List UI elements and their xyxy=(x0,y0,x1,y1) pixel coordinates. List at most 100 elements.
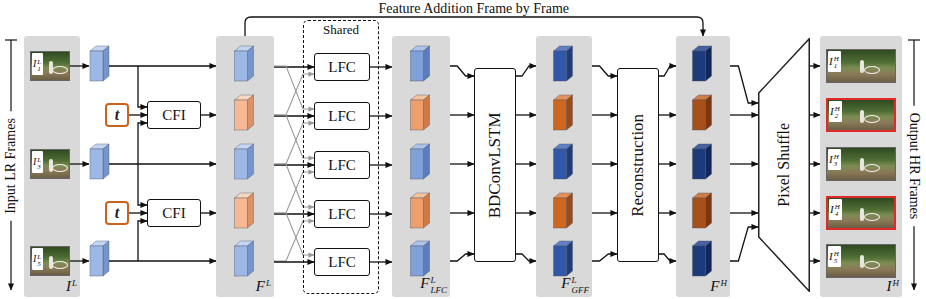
math-sup: L xyxy=(430,276,447,285)
connector-line xyxy=(730,66,758,103)
connector xyxy=(129,115,147,116)
feature-cube-side xyxy=(103,46,109,81)
feature-band: FLLFC xyxy=(392,36,450,297)
math-scripts: H5 xyxy=(834,251,839,266)
connector xyxy=(516,66,536,261)
math-base: I xyxy=(829,154,833,165)
feature-cube xyxy=(693,51,706,81)
feature-cube xyxy=(90,51,103,81)
feature-cube-side xyxy=(567,193,573,228)
frame-tag: IL1 xyxy=(32,53,43,75)
connector xyxy=(274,164,314,261)
band-label-holder: FLLFC xyxy=(420,274,447,295)
connector-line xyxy=(129,114,147,115)
math-sup: H xyxy=(834,154,839,161)
math-scripts: H1 xyxy=(834,56,839,71)
feature-band-fill xyxy=(536,36,592,297)
connector-line xyxy=(450,254,474,261)
feature-cube-side xyxy=(424,95,430,130)
connector xyxy=(370,262,392,263)
connector-line xyxy=(810,163,820,164)
feature-cube-side xyxy=(248,46,254,81)
feature-cube-side xyxy=(706,241,712,276)
feature-band-fill xyxy=(392,36,450,297)
feature-cube-side xyxy=(248,144,254,179)
frame-figure xyxy=(49,61,53,74)
math-sup: H xyxy=(721,279,728,288)
feature-cube-side xyxy=(706,95,712,130)
connector-line xyxy=(370,164,392,165)
connector-line xyxy=(516,114,536,115)
feature-cube xyxy=(554,246,567,276)
frame-hoop xyxy=(864,66,880,74)
feature-cube xyxy=(411,51,424,81)
connector-line xyxy=(810,260,820,261)
feature-cube-side xyxy=(424,46,430,81)
math-base: I xyxy=(33,157,36,167)
connector-line xyxy=(516,163,536,164)
frame-figure xyxy=(49,159,53,172)
math-base: F xyxy=(420,276,429,291)
connector xyxy=(274,66,314,164)
band-label-holder: FH xyxy=(710,277,727,295)
vertical-label: Pixel Shuffle xyxy=(775,123,793,207)
feature-cube xyxy=(693,198,706,228)
connector-line xyxy=(592,66,617,76)
math-scripts: H4 xyxy=(835,204,840,219)
branch-line xyxy=(138,164,147,205)
connector xyxy=(730,66,758,261)
feature-band: FH xyxy=(676,36,730,297)
branch-line xyxy=(138,221,147,261)
feature-cube-side xyxy=(424,193,430,228)
math-base: F xyxy=(561,276,570,291)
extent-tick xyxy=(908,39,920,40)
feature-band-fill xyxy=(676,36,730,297)
math-sup: L xyxy=(37,254,41,261)
feature-cube xyxy=(90,149,103,179)
frame-hoop xyxy=(52,164,68,172)
connector-line xyxy=(274,261,314,262)
math-sup: L xyxy=(37,59,41,66)
connector-line xyxy=(730,163,758,164)
math-scripts: L xyxy=(266,279,271,288)
connector xyxy=(201,213,216,214)
process-box: CFI xyxy=(147,101,201,129)
connector-line xyxy=(659,114,676,115)
feature-cube-side xyxy=(248,193,254,228)
feature-cube xyxy=(554,100,567,130)
box-label: LFC xyxy=(328,157,356,174)
process-box: LFC xyxy=(314,200,370,228)
feature-cube xyxy=(235,51,248,81)
feature-cube-side xyxy=(567,144,573,179)
box-label: t xyxy=(115,204,119,222)
connector xyxy=(659,66,676,261)
math-scripts: H xyxy=(721,279,728,288)
connector-line xyxy=(592,212,617,213)
math-sup: L xyxy=(72,279,77,288)
math-label: FLGFF xyxy=(561,276,589,295)
feature-cube-side xyxy=(248,241,254,276)
feature-cube xyxy=(411,198,424,228)
extent-arrow xyxy=(913,226,914,290)
video-frame: IH2 xyxy=(826,98,896,132)
math-scripts: L xyxy=(72,279,77,288)
feature-cube xyxy=(411,100,424,130)
frame-hoop xyxy=(864,115,880,123)
math-sub: 1 xyxy=(834,63,839,70)
process-box: LFC xyxy=(314,248,370,276)
feature-band-fill xyxy=(216,36,274,297)
math-sup: H xyxy=(893,279,900,288)
math-sup: H xyxy=(834,56,839,63)
feature-cube xyxy=(235,198,248,228)
feature-band-fill xyxy=(24,36,80,297)
connector-line xyxy=(659,163,676,164)
feature-cube-side xyxy=(424,144,430,179)
math-sub: 3 xyxy=(834,161,839,168)
connector-line xyxy=(129,212,147,213)
connector-line xyxy=(370,115,392,116)
connector xyxy=(274,213,314,262)
math-label: FL xyxy=(256,279,271,294)
feature-line xyxy=(109,260,216,261)
math-label: IL1 xyxy=(33,59,41,74)
